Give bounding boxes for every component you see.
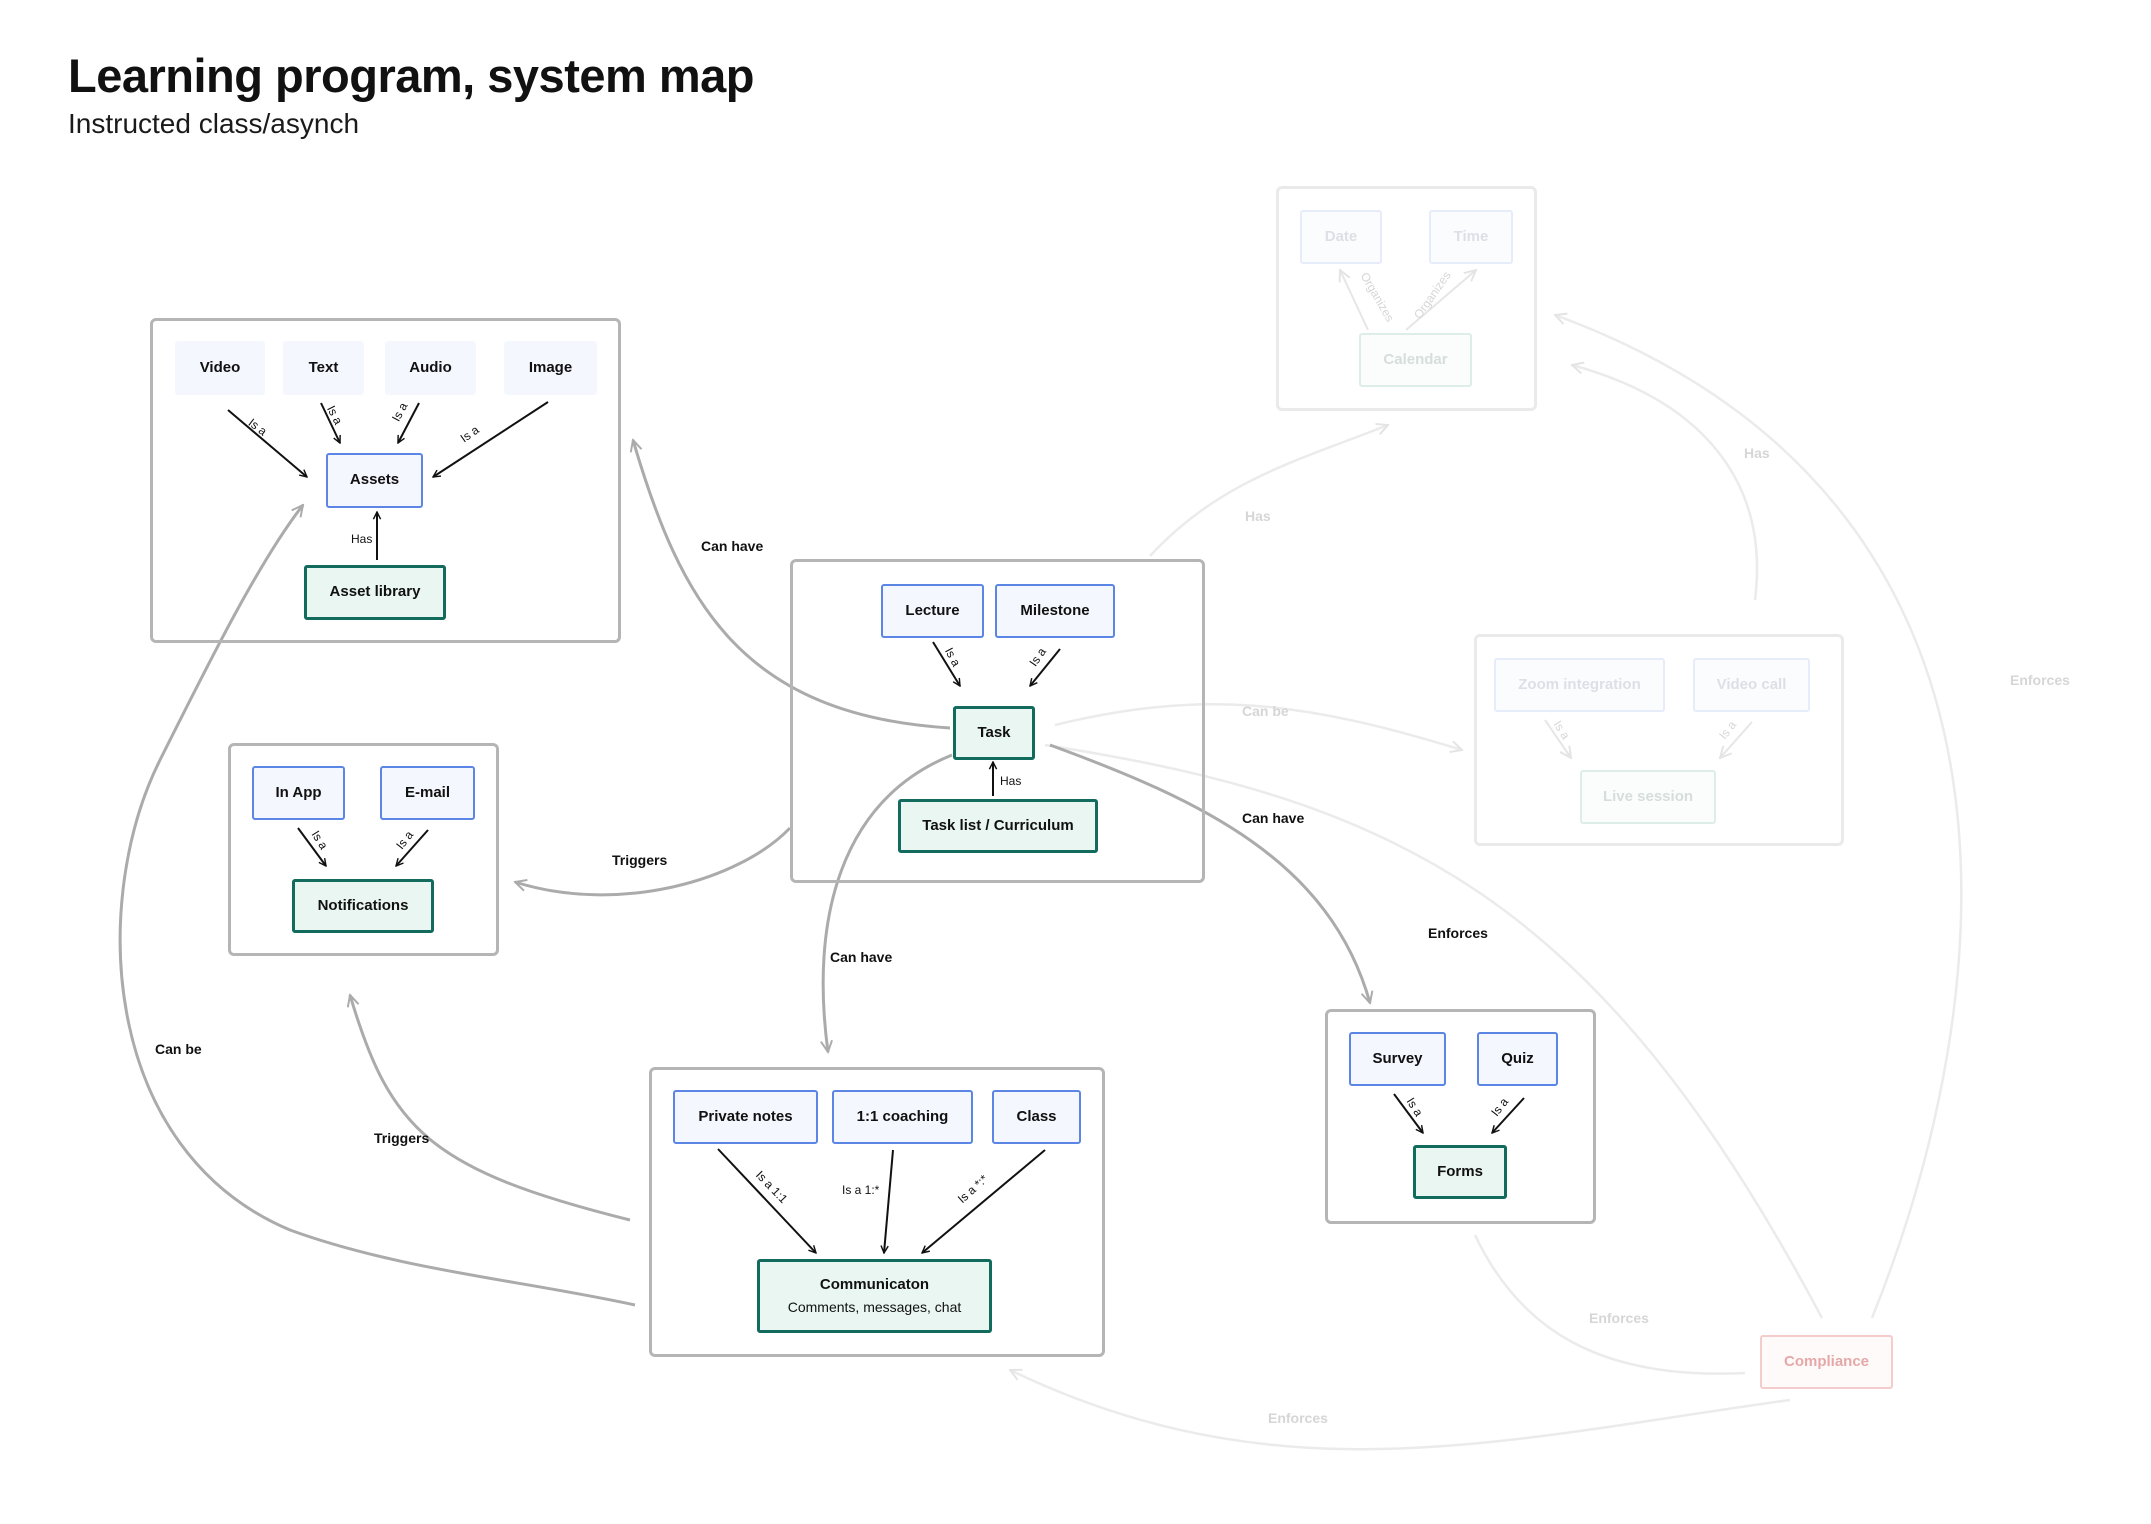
communication-subtitle: Comments, messages, chat bbox=[787, 1298, 962, 1315]
survey-node[interactable]: Survey bbox=[1349, 1032, 1446, 1086]
asset-library-node[interactable]: Asset library bbox=[304, 565, 446, 620]
milestone-node[interactable]: Milestone bbox=[995, 584, 1115, 638]
calendar-group bbox=[1276, 186, 1537, 411]
triggers-label: Triggers bbox=[374, 1130, 430, 1146]
can-have-label: Can have bbox=[701, 538, 764, 554]
assets-group bbox=[150, 318, 621, 643]
has-label: Has bbox=[1744, 445, 1770, 461]
coaching-node[interactable]: 1:1 coaching bbox=[832, 1090, 973, 1144]
task-compliance-link bbox=[1044, 743, 1824, 1319]
task-node[interactable]: Task bbox=[953, 706, 1035, 760]
can-have-label: Can have bbox=[1242, 810, 1305, 826]
has-label: Has bbox=[351, 532, 373, 546]
page-title: Learning program, system map bbox=[68, 49, 754, 102]
enforces-label: Enforces bbox=[1428, 925, 1488, 941]
zoom-integration-node[interactable]: Zoom integration bbox=[1494, 658, 1665, 712]
page-subtitle: Instructed class/asynch bbox=[68, 108, 360, 139]
task-can-have-forms-link bbox=[1049, 743, 1370, 1003]
triggers-label: Triggers bbox=[612, 852, 668, 868]
task-group bbox=[790, 559, 1205, 883]
live-session-group bbox=[1474, 634, 1844, 846]
communication-title: Communicaton bbox=[819, 1275, 930, 1293]
class-node[interactable]: Class bbox=[992, 1090, 1081, 1144]
task-triggers-notifications-link bbox=[515, 826, 792, 897]
compliance-enforces-forms-link bbox=[1473, 1234, 1746, 1375]
enforces-label: Enforces bbox=[1589, 1310, 1649, 1326]
has-label: Has bbox=[1000, 774, 1022, 788]
text-node[interactable]: Text bbox=[283, 341, 364, 395]
can-be-live-link bbox=[1054, 703, 1462, 750]
email-node[interactable]: E-mail bbox=[380, 766, 475, 820]
communication-triggers-notifications-link bbox=[350, 995, 631, 1222]
task-can-have-communication-link bbox=[823, 753, 953, 1052]
notifications-group bbox=[228, 743, 499, 956]
video-call-node[interactable]: Video call bbox=[1693, 658, 1810, 712]
communication-node[interactable]: Communicaton Comments, messages, chat bbox=[757, 1259, 992, 1333]
notifications-node[interactable]: Notifications bbox=[292, 879, 434, 933]
in-app-node[interactable]: In App bbox=[252, 766, 345, 820]
time-node[interactable]: Time bbox=[1429, 210, 1513, 264]
audio-node[interactable]: Audio bbox=[385, 341, 476, 395]
lecture-node[interactable]: Lecture bbox=[881, 584, 984, 638]
communication-group bbox=[649, 1067, 1105, 1357]
is-a-1-many-label: Is a 1:* bbox=[842, 1183, 880, 1197]
can-be-label: Can be bbox=[1242, 703, 1289, 719]
compliance-node[interactable]: Compliance bbox=[1760, 1335, 1893, 1389]
compliance-enforces-calendar-link bbox=[1555, 315, 1963, 1319]
communication-can-be-assets-link bbox=[118, 505, 636, 1307]
date-node[interactable]: Date bbox=[1300, 210, 1382, 264]
has-calendar-link bbox=[1149, 425, 1388, 557]
calendar-node[interactable]: Calendar bbox=[1359, 333, 1472, 387]
assets-node[interactable]: Assets bbox=[326, 453, 423, 508]
private-notes-node[interactable]: Private notes bbox=[673, 1090, 818, 1144]
compliance-enforces-communication-link bbox=[1010, 1370, 1791, 1451]
can-be-label: Can be bbox=[155, 1041, 202, 1057]
enforces-label: Enforces bbox=[2010, 672, 2070, 688]
forms-node[interactable]: Forms bbox=[1413, 1145, 1507, 1199]
task-list-node[interactable]: Task list / Curriculum bbox=[898, 799, 1098, 853]
has-label: Has bbox=[1245, 508, 1271, 524]
task-can-have-assets-link bbox=[633, 440, 951, 730]
quiz-node[interactable]: Quiz bbox=[1477, 1032, 1558, 1086]
can-have-label: Can have bbox=[830, 949, 893, 965]
video-node[interactable]: Video bbox=[175, 341, 265, 395]
enforces-label: Enforces bbox=[1268, 1410, 1328, 1426]
has-live-calendar-link bbox=[1572, 365, 1759, 601]
image-node[interactable]: Image bbox=[504, 341, 597, 395]
live-session-node[interactable]: Live session bbox=[1580, 770, 1716, 824]
forms-group bbox=[1325, 1009, 1596, 1224]
